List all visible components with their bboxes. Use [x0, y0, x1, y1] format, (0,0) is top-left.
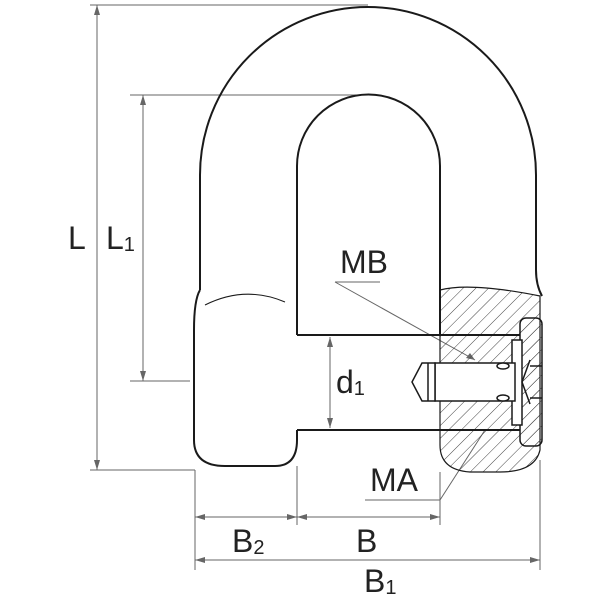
label-main: L [68, 220, 86, 256]
dimension-label-B1: B1 [364, 563, 397, 599]
callout-label-MA: MA [370, 464, 418, 496]
label-sub: 1 [385, 577, 397, 599]
label-main: MB [340, 244, 388, 280]
label-sub: 1 [353, 378, 365, 400]
label-main: L [106, 220, 124, 256]
pin-screw [411, 317, 543, 447]
dimension-label-B: B [356, 525, 377, 557]
dimension-arrows [94, 5, 540, 563]
dimension-label-d1: d1 [336, 364, 365, 400]
label-main: B [364, 563, 386, 599]
label-main: B [232, 523, 254, 559]
label-main: B [356, 523, 378, 559]
dimension-label-L1: L1 [106, 220, 135, 256]
dimension-label-B2: B2 [232, 523, 265, 559]
label-main: d [336, 364, 354, 400]
dimension-label-L: L [68, 222, 86, 254]
callout-label-MB: MB [340, 246, 388, 278]
label-main: MA [370, 462, 418, 498]
label-sub: 1 [123, 234, 135, 256]
label-sub: 2 [253, 537, 265, 559]
shackle-body [193, 6, 543, 467]
